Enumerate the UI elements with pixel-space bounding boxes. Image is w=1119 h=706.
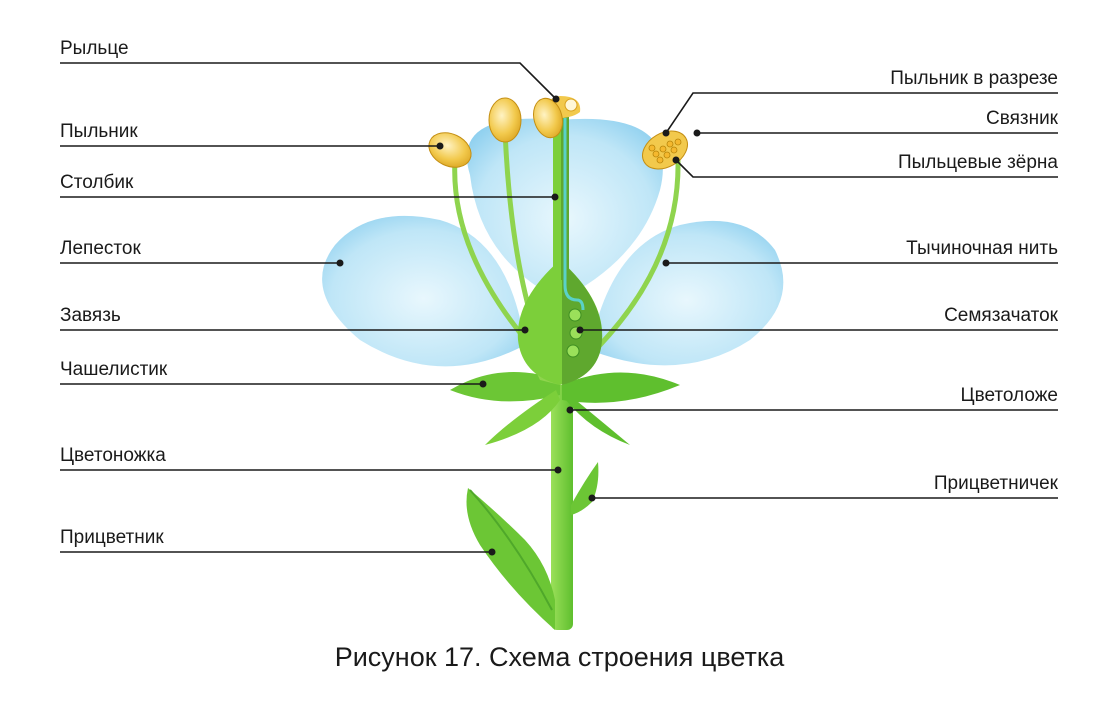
ovule (568, 308, 582, 322)
label-ovary: Завязь (60, 305, 121, 326)
label-sepal: Чашелистик (60, 359, 168, 380)
pollen-tube-channel (563, 118, 585, 311)
flower-structure-diagram (60, 62, 1058, 630)
label-receptacle: Цветоложе (960, 385, 1058, 406)
anther-middle (488, 97, 522, 143)
pistil (517, 96, 603, 385)
label-connective: Связник (985, 108, 1058, 129)
bract-leaf (466, 488, 555, 630)
label-filament: Тычиночная нить (906, 238, 1058, 259)
label-style: Столбик (60, 172, 134, 193)
figure-caption: Рисунок 17. Схема строения цветка (334, 642, 785, 672)
leader-lines (60, 62, 1058, 553)
label-pedicel: Цветоножка (60, 445, 166, 466)
leader-dots (336, 95, 701, 556)
anther-left (428, 132, 472, 168)
label-anther: Пыльник (60, 121, 138, 142)
label-petal: Лепесток (60, 238, 141, 259)
label-anther-section: Пыльник в разрезе (890, 68, 1058, 89)
label-ovule: Семязачаток (944, 305, 1058, 326)
anther-top (533, 97, 563, 139)
pollen-grains (648, 138, 682, 164)
label-bract: Прицветник (60, 527, 164, 548)
pedicel-stem (551, 385, 573, 630)
label-pollen-grains: Пыльцевые зёрна (897, 152, 1058, 173)
label-bracteole: Прицветничек (933, 473, 1058, 494)
bracteole-leaf (571, 462, 599, 515)
label-stigma: Рыльце (60, 38, 129, 59)
